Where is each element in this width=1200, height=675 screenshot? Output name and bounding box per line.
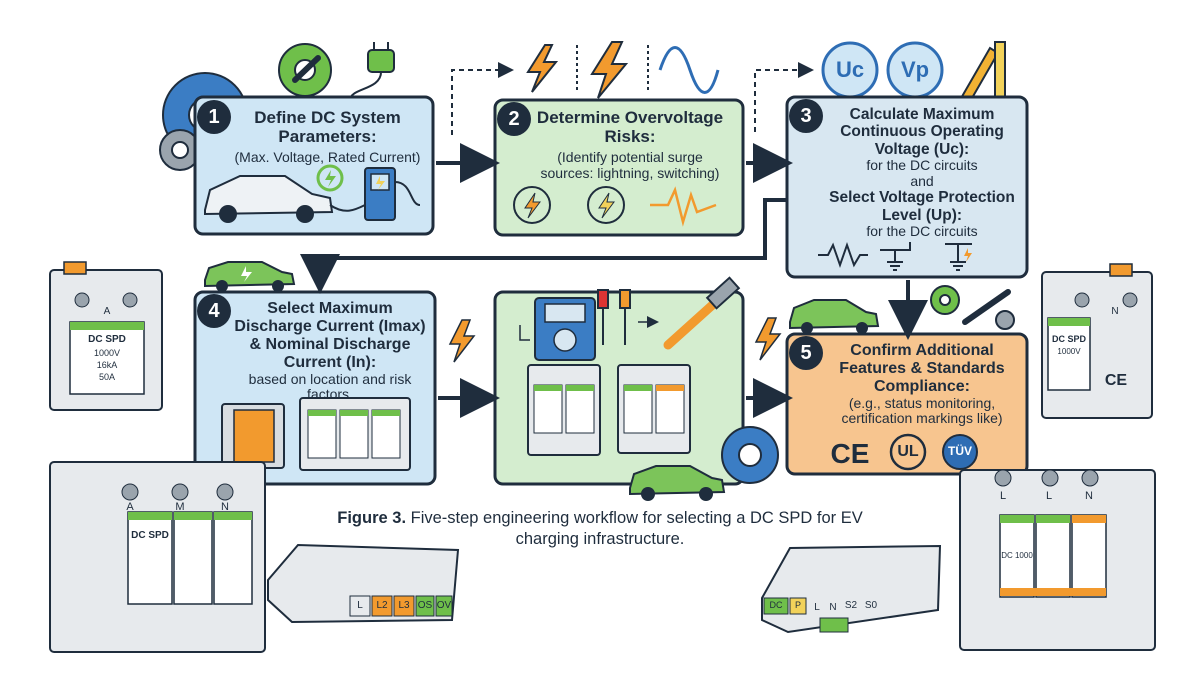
plug-icon bbox=[349, 42, 395, 101]
uc-label: Uc bbox=[835, 57, 865, 82]
step-1-title: Define DC System Parameters: bbox=[254, 108, 401, 147]
device-rt-label: DC SPD bbox=[1051, 334, 1086, 344]
ev-car-icon bbox=[204, 261, 296, 292]
recycle-bolt-icon bbox=[316, 164, 344, 192]
figure-label: Figure 3. bbox=[337, 509, 407, 527]
device-lb-label: DC SPD bbox=[131, 530, 169, 541]
device-rb-pole-3: N bbox=[1085, 490, 1093, 502]
spd-device-icon bbox=[527, 364, 601, 456]
ul-mark bbox=[889, 433, 927, 471]
wrench-icon bbox=[962, 289, 1011, 325]
tuv-mark-label: TÜV bbox=[948, 444, 972, 458]
wrench-icon bbox=[292, 55, 321, 83]
step-3-title-a: Calculate Maximum Continuous Operating V… bbox=[840, 106, 1004, 158]
gear-icon bbox=[995, 310, 1015, 330]
spd-device-icon bbox=[617, 364, 691, 454]
device-lt-pole: A bbox=[103, 306, 111, 317]
figure-caption-text: Five-step engineering workflow for selec… bbox=[410, 509, 863, 548]
ev-car-icon bbox=[204, 175, 334, 223]
spd-module-icon bbox=[221, 403, 285, 469]
spd-device-left-top bbox=[49, 261, 163, 411]
ev-car-icon bbox=[789, 299, 880, 334]
terminal-l-1: L bbox=[357, 600, 363, 611]
terminal-l-4: OS bbox=[417, 600, 433, 611]
step-1-detail: (Max. Voltage, Rated Current) bbox=[234, 149, 421, 166]
device-lt-spec-1: 1000V bbox=[93, 348, 121, 358]
step-4-detail: based on location and risk factors. bbox=[248, 370, 412, 403]
gear-icon bbox=[159, 129, 201, 171]
step-2-detail: (Identify potential surge sources: light… bbox=[540, 149, 720, 181]
multimeter-icon bbox=[519, 297, 596, 361]
ce-mark-label: CE bbox=[830, 438, 870, 469]
terminal-l-2: L2 bbox=[376, 600, 388, 611]
resistor-symbol bbox=[818, 241, 868, 269]
terminal-r-6: S0 bbox=[864, 600, 878, 611]
terminal-block-right bbox=[761, 544, 942, 634]
terminal-l-3: L3 bbox=[398, 600, 410, 611]
ev-car-icon bbox=[629, 465, 726, 501]
device-lb-pole-m: M bbox=[175, 501, 185, 513]
step-2-number: 2 bbox=[497, 102, 531, 136]
spd-device-right-top bbox=[1041, 263, 1153, 419]
step-3-detail-b: for the DC circuits bbox=[866, 223, 978, 240]
terminal-l-5: OV bbox=[436, 600, 452, 611]
vp-label: Vp bbox=[900, 57, 930, 82]
spd-module-icon bbox=[299, 397, 411, 471]
terminal-r-5: S2 bbox=[844, 600, 858, 611]
step-5-detail: (e.g., status monitoring, certification … bbox=[841, 394, 1003, 427]
step-3-connector: and bbox=[910, 172, 934, 189]
device-rt-pole: N bbox=[1111, 306, 1119, 317]
charging-station-icon bbox=[329, 167, 421, 221]
tuv-mark bbox=[942, 434, 978, 470]
step-3-detail-a: for the DC circuits bbox=[866, 157, 978, 174]
lightning-icon bbox=[754, 317, 782, 361]
terminal-r-2: P bbox=[794, 600, 801, 610]
terminal-block-left bbox=[267, 543, 460, 624]
lightning-icon bbox=[590, 41, 629, 99]
terminal-r-3: L bbox=[814, 602, 820, 613]
step-2-title: Determine Overvoltage Risks: bbox=[536, 108, 724, 147]
hammer-icon bbox=[663, 276, 741, 350]
gear-icon bbox=[721, 426, 779, 484]
device-lt-spec-3: 50A bbox=[98, 372, 115, 382]
device-rb-label: DC 1000 bbox=[1001, 551, 1033, 560]
step-3-box bbox=[785, 95, 1029, 279]
device-rb-pole-1: L bbox=[999, 490, 1007, 502]
terminal-r-4: N bbox=[829, 602, 837, 613]
step-4-number: 4 bbox=[197, 294, 231, 328]
device-rb-pole-2: L bbox=[1045, 490, 1053, 502]
lightning-icon bbox=[526, 44, 559, 93]
bolt-mark bbox=[964, 248, 972, 262]
device-lt-spec-2: 16kA bbox=[96, 360, 118, 370]
ground-symbol bbox=[880, 242, 911, 271]
device-lb-pole-a: A bbox=[126, 501, 134, 513]
gear-icon bbox=[930, 285, 960, 315]
step-1-number: 1 bbox=[197, 100, 231, 134]
ul-mark-label: UL bbox=[897, 443, 919, 460]
sine-wave-icon bbox=[658, 46, 720, 94]
device-rt-ce: CE bbox=[1104, 372, 1128, 389]
lightning-icon bbox=[448, 319, 476, 363]
device-lb-pole-n: N bbox=[221, 501, 229, 513]
ground-symbol bbox=[945, 243, 972, 271]
terminal-r-1: DC bbox=[769, 600, 783, 610]
step-5-number: 5 bbox=[789, 336, 823, 370]
surge-lightning-icon bbox=[513, 186, 551, 224]
switching-surge-icon bbox=[587, 186, 625, 224]
step-4-title: Select Maximum Discharge Current (Imax) … bbox=[234, 300, 426, 371]
step-3-number: 3 bbox=[789, 99, 823, 133]
spd-device-left-bottom bbox=[49, 461, 266, 653]
step-3-title-b: Select Voltage Protection Level (Up): bbox=[829, 189, 1015, 224]
test-probe-icon bbox=[597, 289, 631, 345]
step-5-title: Confirm Additional Features & Standards … bbox=[839, 342, 1005, 395]
device-rt-spec: 1000V bbox=[1057, 347, 1081, 356]
figure-caption: Figure 3. Five-step engineering workflow… bbox=[330, 508, 870, 549]
spd-device-right-bottom bbox=[959, 469, 1156, 651]
device-lt-label: DC SPD bbox=[88, 334, 126, 345]
transient-wave-icon bbox=[650, 186, 717, 227]
